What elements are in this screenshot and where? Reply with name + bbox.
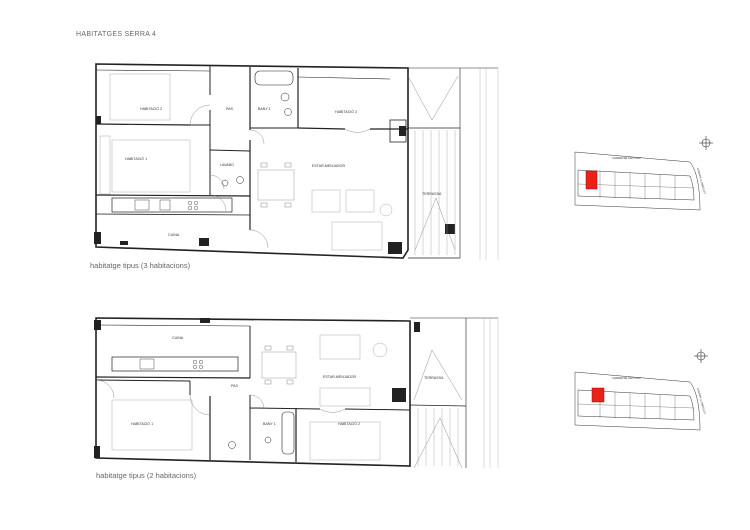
room-label-pas: PAS (226, 107, 234, 111)
site-highlight-1 (585, 170, 598, 190)
room-label-hab1-2: HABITACIÓ 1 (131, 421, 153, 426)
floor-plan-2-bedrooms (94, 317, 499, 469)
plan1-outer-wall (95, 63, 409, 259)
plan2-outer-wall (95, 317, 411, 467)
north-arrow-icon (694, 349, 708, 363)
site-street-top-2: CARRER DE SANT PAU (612, 376, 641, 380)
room-label-cuina-2: CUINA (172, 336, 184, 340)
room-label-terrassa-2: TERRASSA (424, 376, 444, 380)
room-label-bany-2: BANY 1 (263, 422, 276, 426)
site-plan-2 (574, 371, 701, 431)
site-street-side-1: CARRER LLOBREGAT (696, 167, 707, 195)
room-label-bany: BANY 1 (258, 107, 271, 111)
plan-caption-3-bedrooms: habitatge tipus (3 habitacions) (90, 261, 191, 270)
room-label-estar-2: ESTAR-MENJADOR (323, 375, 356, 379)
room-label-cuina: CUINA (168, 233, 180, 237)
north-arrow-icon (699, 136, 713, 150)
site-highlight-2 (591, 387, 605, 403)
room-label-terrassa: TERRASSA (422, 192, 442, 196)
plan-caption-2-bedrooms: habitatge tipus (2 habitacions) (96, 471, 197, 480)
room-label-estar: ESTAR-MENJADOR (312, 164, 345, 168)
room-label-hab2: HABITACIÓ 2 (140, 106, 162, 111)
room-label-hab2-2: HABITACIÓ 2 (338, 421, 360, 426)
room-label-pas-2: PAS (231, 384, 239, 388)
room-label-hab3: HABITACIÓ 3 (335, 109, 357, 114)
floor-plan-3-bedrooms (94, 63, 499, 260)
room-label-rentador: LAVABO (220, 163, 234, 167)
site-plan-1 (574, 151, 701, 211)
room-label-hab1: HABITACIÓ 1 (125, 156, 147, 161)
page-title: HABITATGES SERRA 4 (76, 31, 157, 38)
site-street-side-2: CARRER LLOBREGAT (696, 387, 707, 415)
site-street-top-1: CARRER DE SANT PAU (612, 156, 641, 160)
